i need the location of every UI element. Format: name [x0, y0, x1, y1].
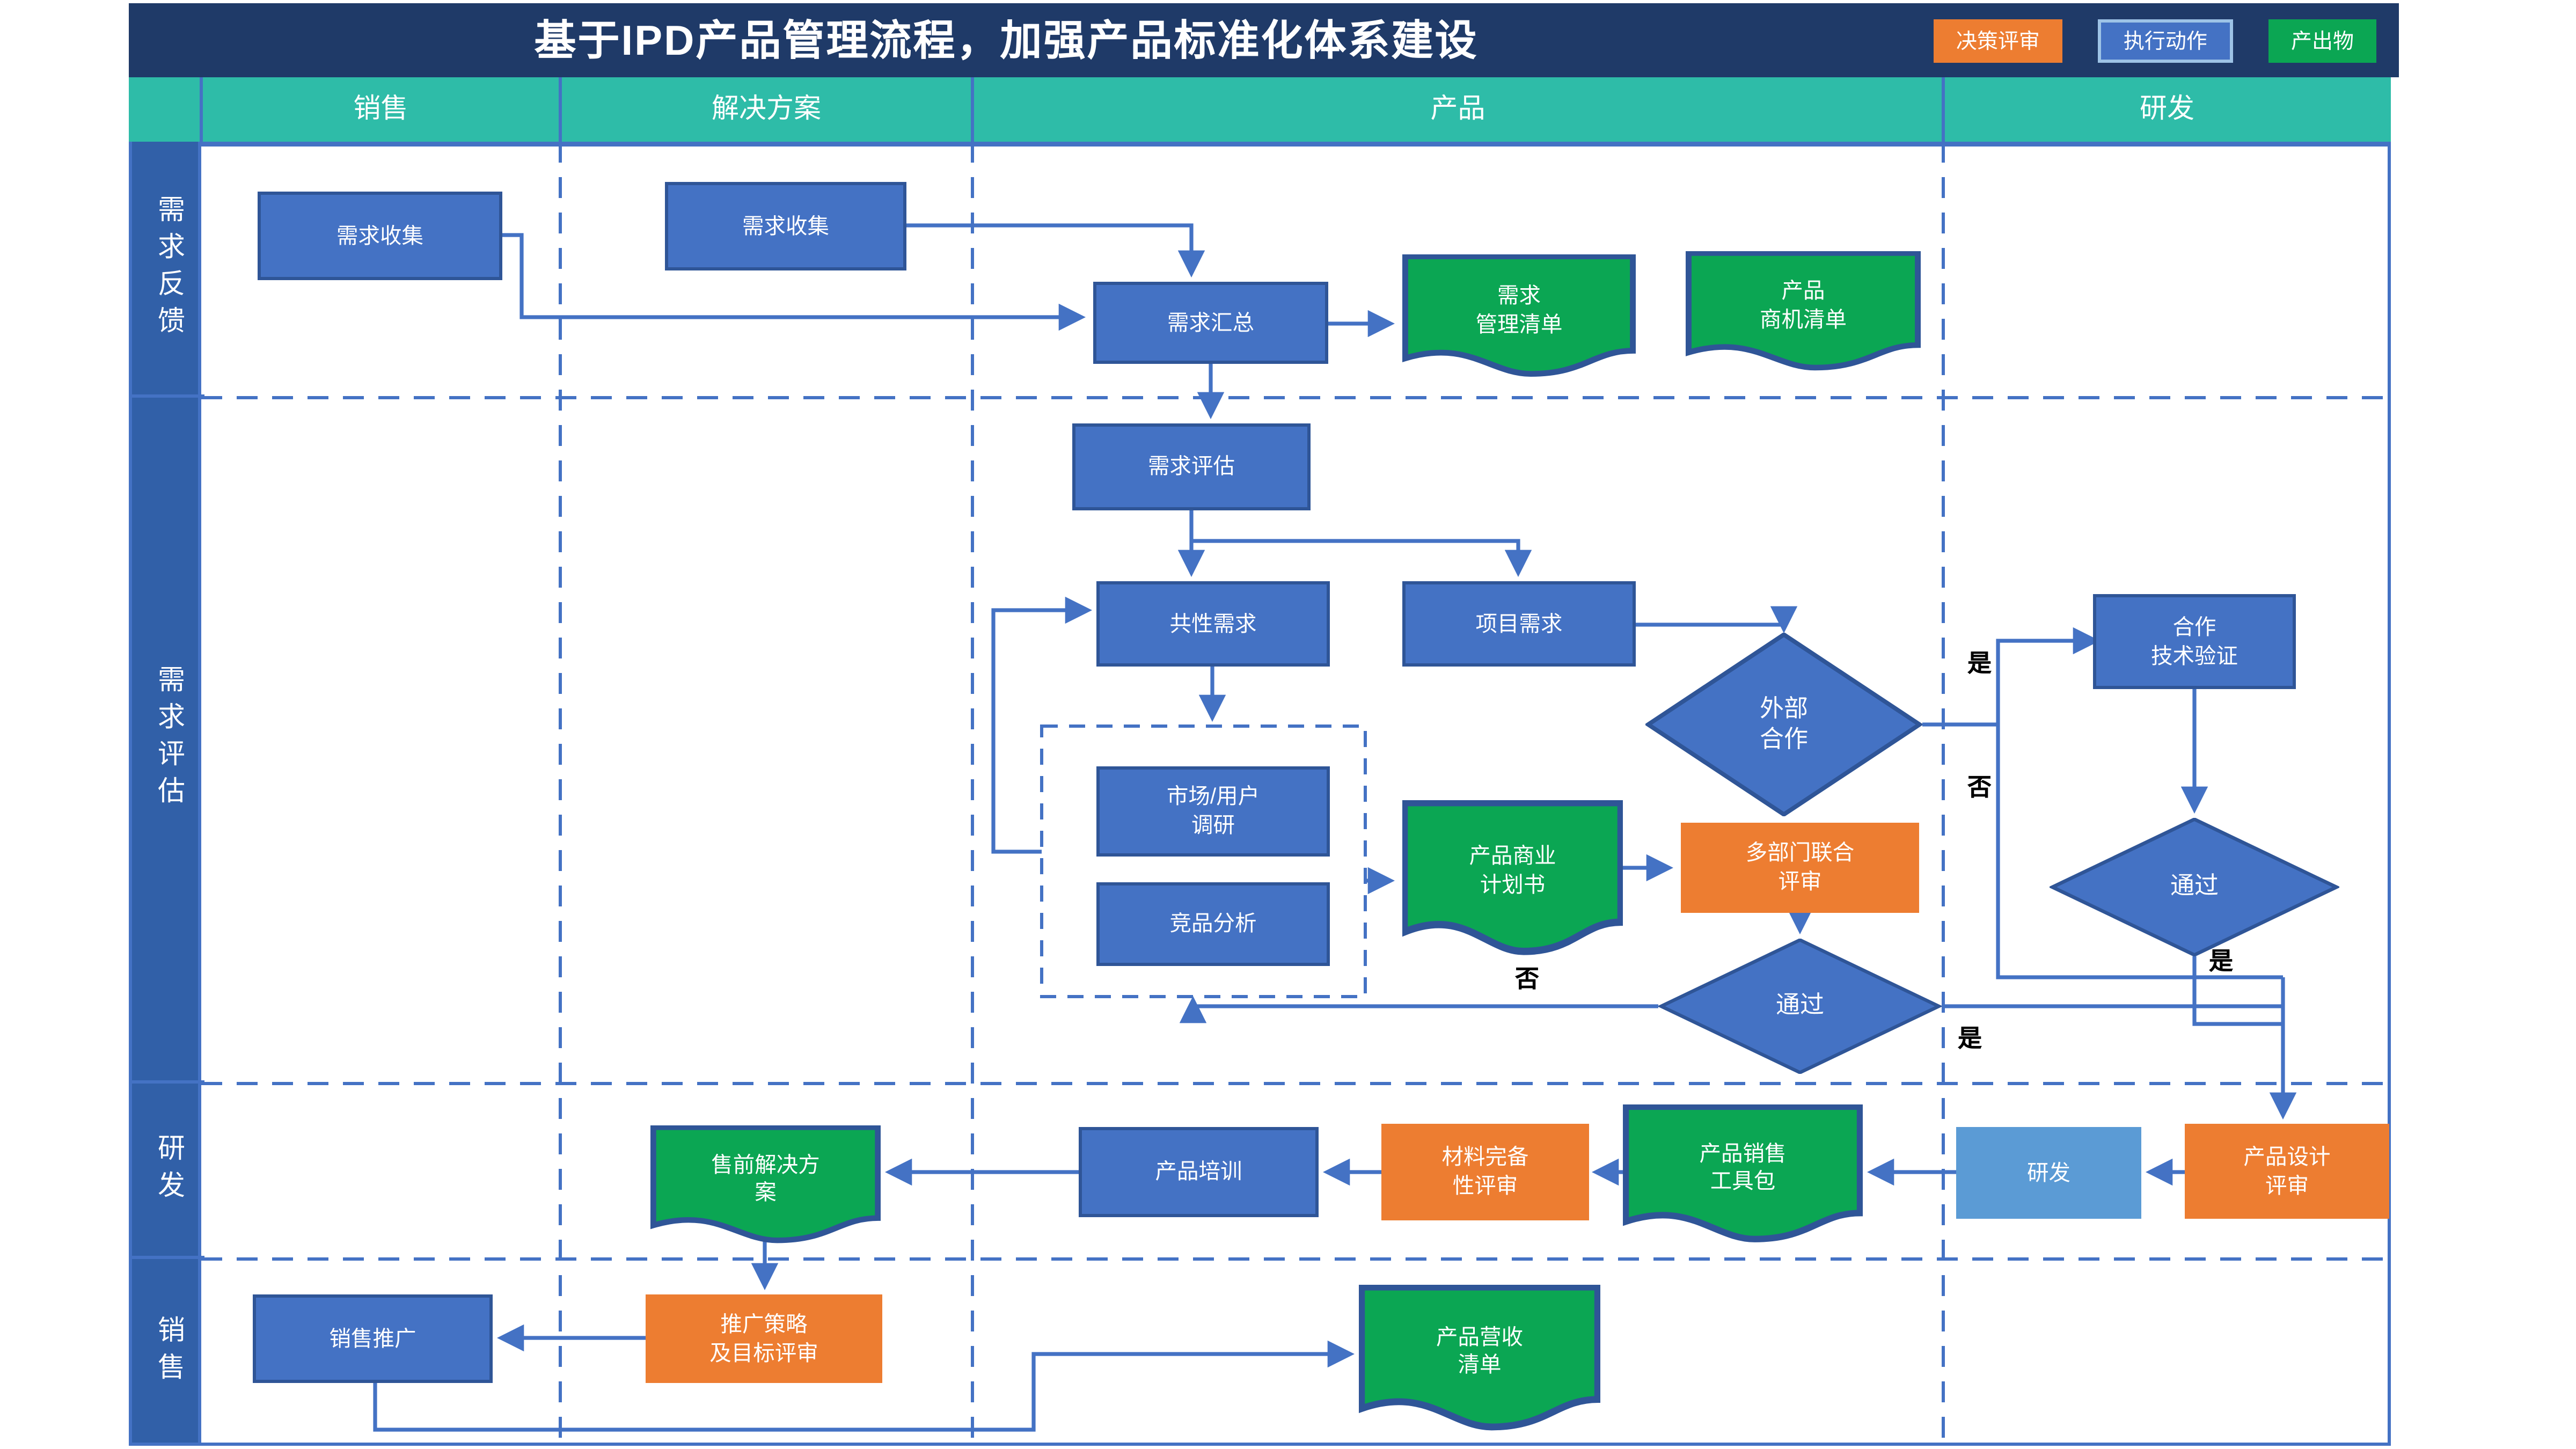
title-bar: 基于IPD产品管理流程，加强产品标准化体系建设 决策评审 执行动作 产出物: [129, 3, 2399, 77]
node-common-requirement: 共性需求: [1096, 581, 1330, 667]
lane-header-sales: 销售: [353, 93, 408, 124]
row-label-demand-feedback: 需求反馈: [132, 142, 204, 398]
node-rnd-execute: 研发: [1956, 1127, 2141, 1219]
edge-label-passr-yes: 是: [2209, 948, 2234, 976]
lane-header-divider: [200, 77, 203, 142]
edge-label-passb-yes: 是: [1958, 1026, 1982, 1053]
node-collect-solution: 需求收集: [665, 182, 906, 270]
lane-header-rnd: 研发: [2140, 93, 2194, 124]
legend-execute-action: 执行动作: [2097, 19, 2233, 63]
node-external-cooperation-decision: 外部 合作: [1645, 633, 1922, 816]
row-label-rnd: 研发: [132, 1084, 204, 1259]
node-product-training: 产品培训: [1079, 1127, 1319, 1217]
edge-label-passb-no: 否: [1515, 966, 1540, 993]
lane-header-divider: [559, 77, 562, 142]
edge-passr-yes: [2192, 956, 2281, 1026]
edge-extcoop-no: [1996, 724, 2283, 979]
edge-extcoop-yes: [1996, 627, 2101, 724]
node-material-review: 材料完备 性评审: [1381, 1124, 1589, 1220]
lane-header-divider: [971, 77, 974, 142]
node-design-review: 产品设计 评审: [2185, 1124, 2389, 1219]
edge-group-to-common-loop: [991, 596, 1093, 854]
edge-passb-no-loop: [1179, 996, 1658, 1023]
node-pass-decision-right: 通过: [2050, 818, 2339, 956]
node-collect-sales: 需求收集: [258, 192, 502, 280]
node-presales-solution: 售前解决方 案: [650, 1125, 881, 1248]
node-market-research: 市场/用户 调研: [1096, 766, 1330, 857]
edge-promo-to-revenue: [373, 1340, 1355, 1432]
legend-deliverable: 产出物: [2268, 19, 2376, 63]
edge-project-to-extcoop: [1636, 606, 1798, 634]
node-demand-summary: 需求汇总: [1093, 282, 1328, 364]
lane-header-solution: 解决方案: [712, 93, 821, 124]
edge-label-extcoop-yes: 是: [1967, 650, 1992, 678]
node-biz-plan: 产品商业 计划书: [1402, 800, 1623, 961]
node-joint-review: 多部门联合 评审: [1681, 823, 1919, 913]
node-competitor-analysis: 竞品分析: [1096, 882, 1330, 966]
node-sales-toolkit: 产品销售 工具包: [1623, 1104, 1863, 1248]
swimlane-row-labels: 需求反馈 需求评估 研发 销售: [129, 142, 204, 1446]
node-sales-promotion: 销售推广: [253, 1294, 493, 1383]
edge-label-extcoop-no: 否: [1967, 774, 1992, 802]
lane-header-row: 销售 解决方案 产品 研发: [129, 77, 2391, 147]
node-coop-tech-verify: 合作 技术验证: [2093, 594, 2296, 689]
edge-collect-sales-to-summary: [502, 233, 1086, 331]
legend-decision-review: 决策评审: [1933, 19, 2062, 63]
page-title: 基于IPD产品管理流程，加强产品标准化体系建设: [534, 16, 1479, 64]
row-label-sales: 销售: [153, 1315, 184, 1389]
node-revenue-list: 产品营收 清单: [1359, 1285, 1600, 1436]
node-demand-mgmt-list: 需求 管理清单: [1402, 254, 1636, 382]
row-label-demand-evaluation: 需求评估: [132, 398, 204, 1084]
node-promo-strategy-review: 推广策略 及目标评审: [646, 1294, 882, 1383]
lane-header-product: 产品: [1430, 93, 1485, 124]
research-group-box: [1040, 724, 1367, 998]
lane-header-divider: [1942, 77, 1945, 142]
node-project-requirement: 项目需求: [1402, 581, 1636, 667]
edge-collect-solution-to-summary: [906, 223, 1205, 278]
legend: 决策评审 执行动作 产出物: [1933, 19, 2376, 63]
edge-evaluate-to-project: [1191, 539, 1532, 577]
node-biz-opportunity-list: 产品 商机清单: [1686, 251, 1921, 375]
node-pass-decision-bottom: 通过: [1658, 939, 1942, 1074]
node-demand-evaluate: 需求评估: [1072, 423, 1311, 510]
